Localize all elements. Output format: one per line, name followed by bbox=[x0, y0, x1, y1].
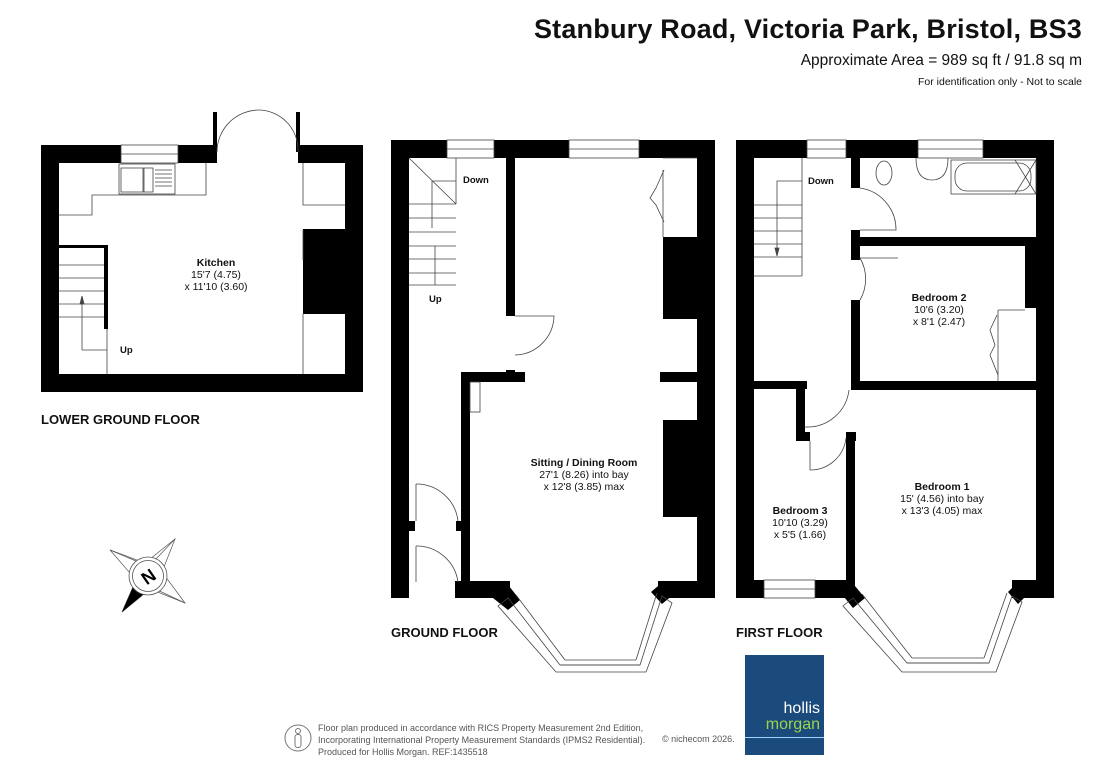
room-dimension-2: x 12'8 (3.85) max bbox=[543, 481, 625, 493]
property-title: Stanbury Road, Victoria Park, Bristol, B… bbox=[533, 14, 1082, 44]
room-dimension-2: x 11'10 (3.60) bbox=[184, 281, 248, 293]
copyright: © nichecom 2026. bbox=[662, 734, 735, 744]
room-dimension-1: 10'6 (3.20) bbox=[914, 304, 964, 316]
lower-ground-floor-walls bbox=[41, 112, 363, 392]
room-dimension-2: x 5'5 (1.66) bbox=[773, 529, 827, 541]
logo-divider bbox=[745, 737, 824, 738]
room-kitchen: Kitchen 15'7 (4.75) x 11'10 (3.60) bbox=[184, 257, 247, 293]
floor-label-lower-ground: LOWER GROUND FLOOR bbox=[41, 412, 200, 427]
room-dimension-1: 15'7 (4.75) bbox=[191, 269, 241, 281]
room-bedroom-2: Bedroom 2 10'6 (3.20) x 8'1 (2.47) bbox=[912, 292, 967, 328]
footer-disclaimer: Floor plan produced in accordance with R… bbox=[318, 722, 645, 758]
approximate-area: Approximate Area = 989 sq ft / 91.8 sq m bbox=[800, 52, 1082, 69]
ground-floor-walls bbox=[391, 140, 715, 610]
floor-label-ground: GROUND FLOOR bbox=[391, 625, 498, 640]
room-bedroom-1: Bedroom 1 15' (4.56) into bay x 13'3 (4.… bbox=[900, 481, 984, 517]
room-dimension-1: 27'1 (8.26) into bay bbox=[539, 469, 629, 481]
room-bedroom-3: Bedroom 3 10'10 (3.29) x 5'5 (1.66) bbox=[772, 505, 828, 541]
room-dimension-2: x 8'1 (2.47) bbox=[912, 316, 966, 328]
logo-line-1: hollis bbox=[783, 700, 820, 717]
footer-line-1: Floor plan produced in accordance with R… bbox=[318, 723, 644, 733]
room-dimension-2: x 13'3 (4.05) max bbox=[901, 505, 983, 517]
room-name: Bedroom 2 bbox=[911, 292, 967, 304]
hollis-morgan-logo: hollis morgan bbox=[745, 655, 824, 755]
person-icon bbox=[284, 724, 312, 752]
footer-line-2: Incorporating International Property Mea… bbox=[318, 735, 646, 745]
first-floor-walls bbox=[736, 140, 1054, 608]
room-name: Kitchen bbox=[196, 257, 236, 269]
identification-note: For identification only - Not to scale bbox=[918, 76, 1082, 88]
first-stairs-down-label: Down bbox=[808, 176, 834, 187]
floor-label-first: FIRST FLOOR bbox=[736, 625, 823, 640]
logo-line-2: morgan bbox=[765, 716, 820, 733]
north-compass-icon: N bbox=[109, 537, 187, 613]
room-dimension-1: 10'10 (3.29) bbox=[772, 517, 828, 529]
room-sitting-dining: Sitting / Dining Room 27'1 (8.26) into b… bbox=[531, 457, 638, 493]
footer-line-3: Produced for Hollis Morgan. REF:1435518 bbox=[318, 747, 488, 757]
ground-stairs-down-label: Down bbox=[463, 175, 489, 186]
room-dimension-1: 15' (4.56) into bay bbox=[900, 493, 984, 505]
ground-stairs-up-label: Up bbox=[429, 294, 442, 305]
room-name: Bedroom 3 bbox=[772, 505, 828, 517]
lower-ground-stairs-up-label: Up bbox=[120, 345, 133, 356]
room-name: Sitting / Dining Room bbox=[530, 457, 638, 469]
room-name: Bedroom 1 bbox=[914, 481, 970, 493]
